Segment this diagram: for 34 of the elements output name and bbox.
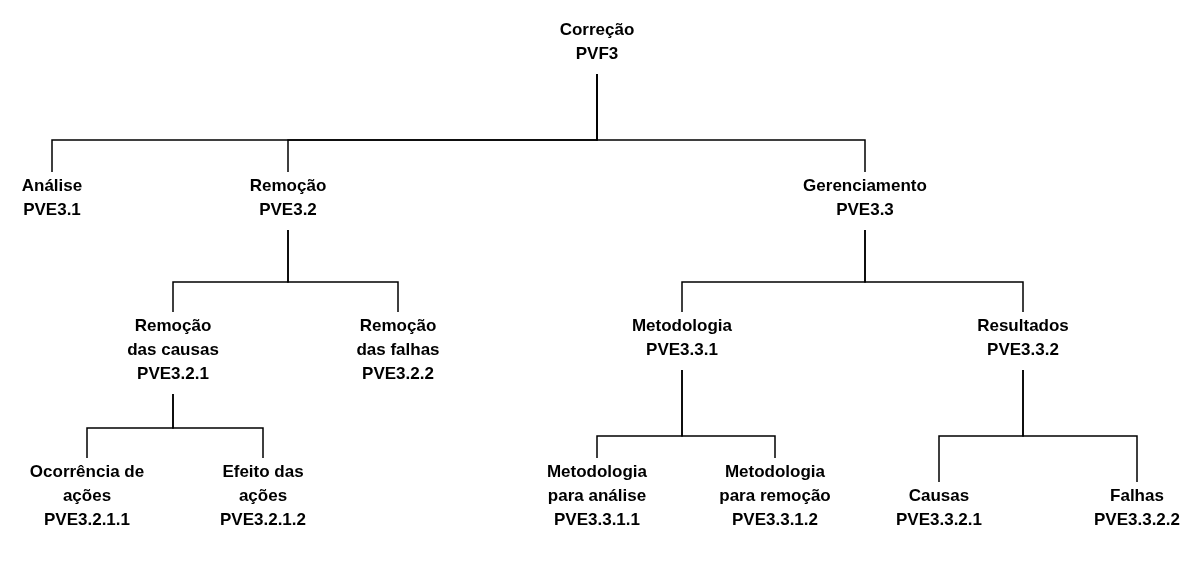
node-code: PVE3.2.1.1 — [43, 509, 131, 531]
node-code: PVE3.3.2 — [986, 339, 1060, 361]
node-title: Remoção das falhas — [355, 315, 441, 361]
node-title: Remoção das causas — [126, 315, 220, 361]
connector-line — [596, 73, 866, 173]
node-code: PVF3 — [574, 43, 620, 65]
node-code: PVE3.2.1.2 — [219, 509, 307, 531]
node-title: Análise — [20, 175, 84, 197]
node-code: PVE3.3.1.1 — [553, 509, 641, 531]
node-title: Metodologia para remoção — [718, 461, 832, 507]
node-code: PVE3.3.2.2 — [1093, 509, 1181, 531]
node-title: Ocorrência de ações — [29, 461, 145, 507]
connector-line — [1022, 369, 1138, 483]
node-code: PVE3.1 — [22, 199, 82, 221]
node-title: Resultados — [976, 315, 1070, 337]
node-title: Gerenciamento — [802, 175, 928, 197]
node-code: PVE3.2.2 — [361, 363, 435, 385]
connector-line — [287, 229, 399, 313]
node-code: PVE3.2 — [258, 199, 318, 221]
node-title: Metodologia para análise — [545, 461, 649, 507]
node-title: Falhas — [1109, 485, 1165, 507]
node-code: PVE3.3.2.1 — [895, 509, 983, 531]
node-title: Metodologia — [630, 315, 734, 337]
connector-line — [172, 393, 264, 459]
connector-line — [864, 229, 1024, 313]
node-code: PVE3.3.1.2 — [731, 509, 819, 531]
node-code: PVE3.3 — [835, 199, 895, 221]
node-code: PVE3.3.1 — [645, 339, 719, 361]
node-code: PVE3.2.1 — [136, 363, 210, 385]
node-title: Remoção — [248, 175, 328, 197]
node-title: Correção — [558, 19, 636, 41]
node-title: Causas — [907, 485, 971, 507]
connector-line — [681, 369, 776, 459]
node-title: Efeito das ações — [221, 461, 305, 507]
